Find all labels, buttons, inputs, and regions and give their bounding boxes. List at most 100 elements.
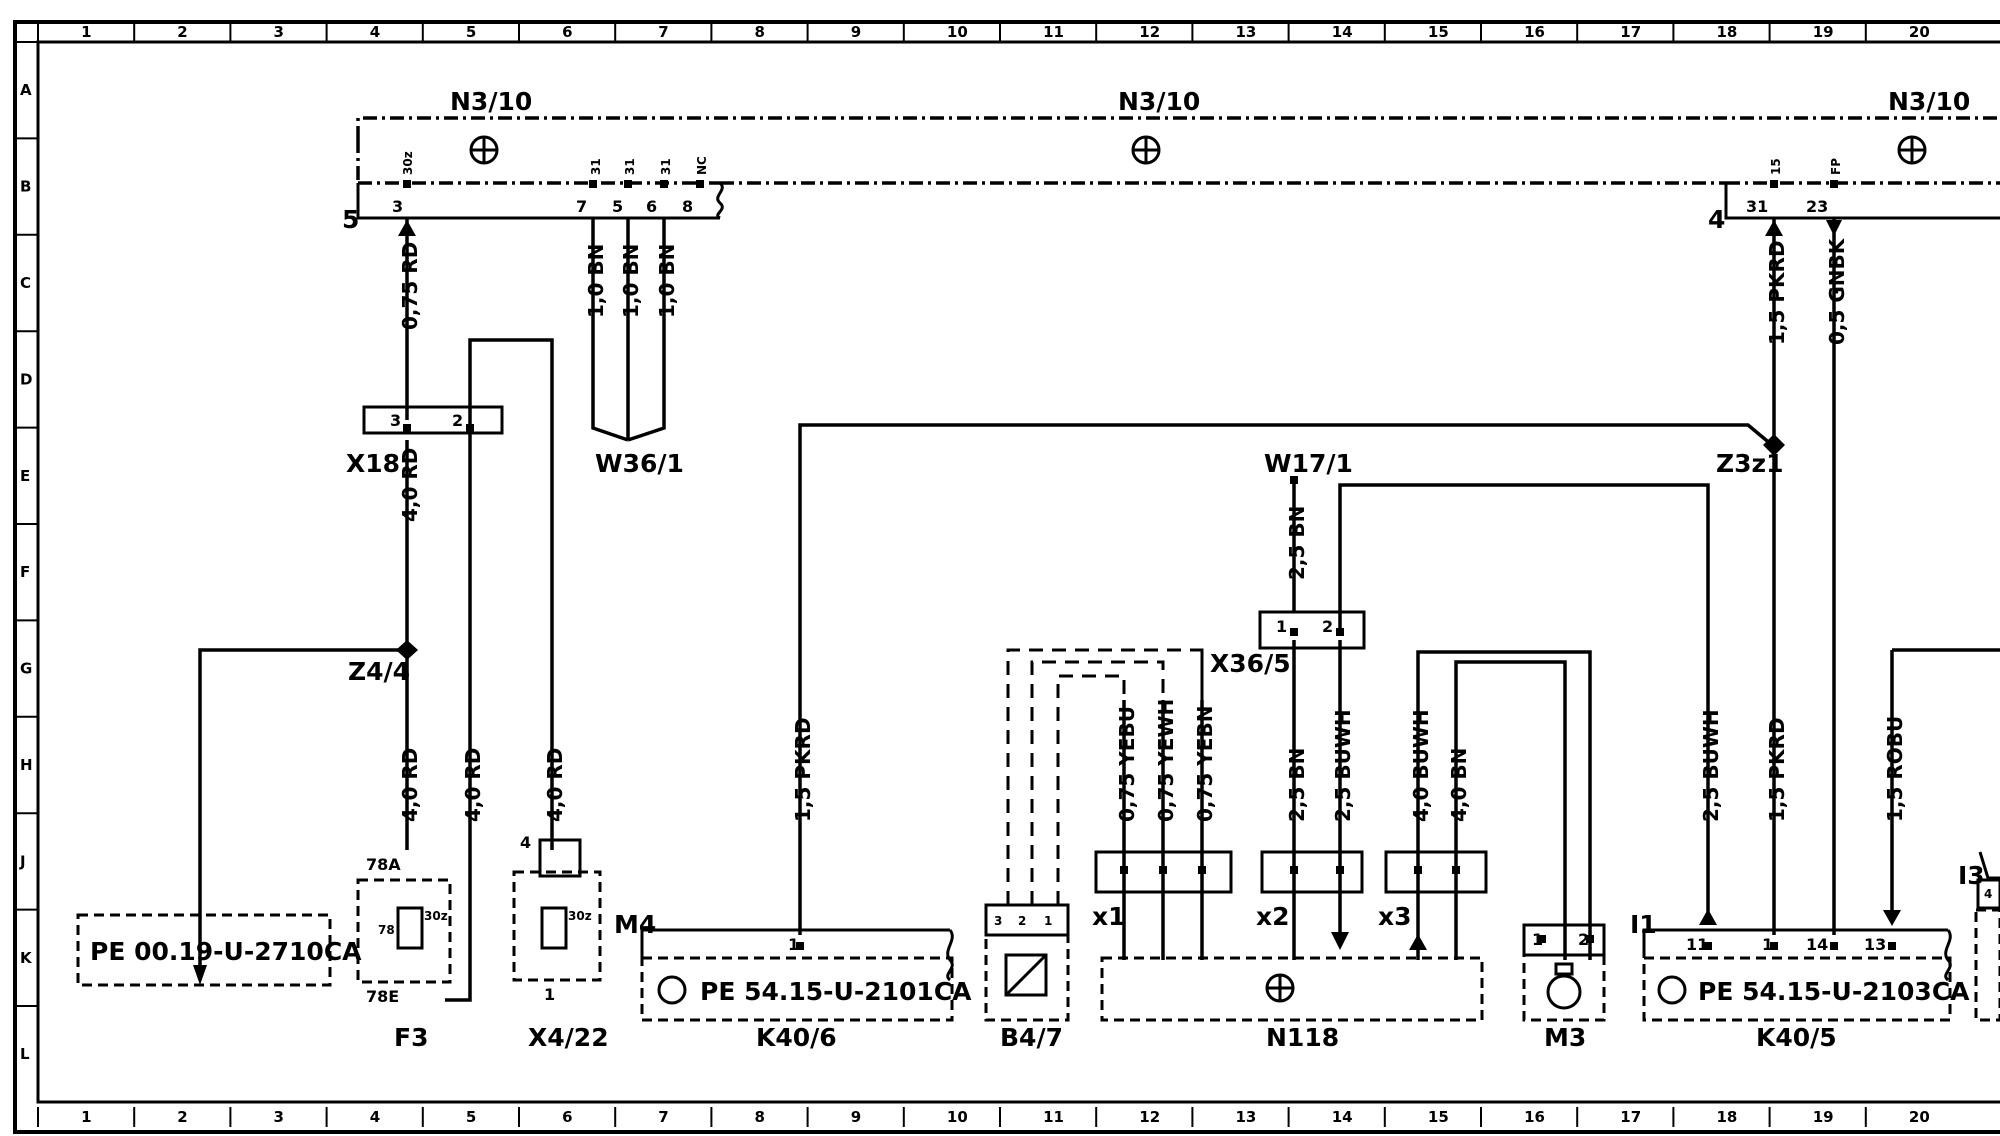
m3-label: M3	[1544, 1023, 1586, 1052]
k40-5-pin-1: 1	[1762, 935, 1773, 954]
m3-fuel-pump: 1 2 M3	[1522, 923, 1606, 1052]
wire-label-15pkrd-k40-6: 1,5 PKRD	[791, 717, 815, 822]
grid-column-label: 18	[1717, 1108, 1738, 1126]
grid-column-label: 12	[1139, 1108, 1160, 1126]
grid-row-label: B	[20, 178, 31, 196]
grid-column-label: 3	[274, 1108, 284, 1126]
wire-label-075rd: 0,75 RD	[398, 242, 422, 330]
grid-column-label: 19	[1813, 23, 1834, 41]
grid-column-label: 5	[466, 23, 476, 41]
wire-label-10bn-a: 1,0 BN	[584, 244, 608, 318]
n3-10-housing-right	[1724, 183, 2000, 220]
x1-connector: x1	[1092, 850, 1233, 931]
grid-row-label: L	[20, 1045, 30, 1063]
grid-column-label: 15	[1428, 1108, 1449, 1126]
grid-column-label: 10	[947, 23, 968, 41]
n3r-pin-15: 15	[1769, 158, 1783, 175]
b4-7-pin-3: 3	[994, 914, 1002, 928]
k40-5-relay-module: I1 11 1 14 13 PE 54.15-U-2103CA K40/5	[1630, 910, 1970, 1052]
wire-label-40rd-f3b: 4,0 RD	[461, 748, 485, 822]
wire-label-15pkrd-top: 1,5 PKRD	[1765, 240, 1789, 345]
grid-row-label: J	[19, 852, 26, 870]
grid-row-label: K	[20, 949, 33, 967]
z4-4-splice: Z4/4	[348, 640, 418, 686]
f3-pin-78e: 78E	[366, 987, 399, 1006]
k40-5-pin-13: 13	[1864, 935, 1886, 954]
x36-5-pin-1: 1	[1276, 617, 1287, 636]
grid-column-label: 6	[562, 23, 572, 41]
n3-pin-nc: NC	[695, 156, 709, 175]
wire-label-15robu: 1,5 ROBU	[1883, 716, 1907, 822]
w17-1-label: W17/1	[1264, 449, 1353, 478]
grid-column-label: 5	[466, 1108, 476, 1126]
wire-label-40rd-x4: 4,0 RD	[543, 748, 567, 822]
x36-5-label: X36/5	[1210, 649, 1291, 678]
grid-column-label: 1	[81, 23, 91, 41]
x18-pin-3: 3	[390, 411, 401, 430]
k40-6-relay-module: M4 1 PE 54.15-U-2101CA K40/6	[614, 910, 972, 1052]
n3-10-outline-top	[356, 116, 2000, 140]
i3-label: I3	[1958, 861, 1985, 890]
f3-pin-78: 78	[378, 923, 395, 937]
dashed-sensor-wires	[1006, 648, 1204, 905]
grid-column-label: 8	[755, 23, 765, 41]
wire-label-05gnbk: 0,5 GNBK	[1825, 237, 1849, 345]
f3-pin-30z: 30z	[424, 909, 448, 923]
grid-column-label: 16	[1524, 23, 1545, 41]
x36-5-pin-2: 2	[1322, 617, 1333, 636]
n3-pin-5: 5	[612, 197, 623, 216]
k40-5-label: K40/5	[1756, 1023, 1837, 1052]
grid-column-label: 1	[81, 1108, 91, 1126]
grid-column-label: 18	[1717, 23, 1738, 41]
n3-10-label-right: N3/10	[1888, 87, 1970, 116]
n3-10-housing-left	[356, 183, 720, 220]
x1-label: x1	[1092, 902, 1126, 931]
x4-22-connector: 4 1 30z X4/22	[512, 833, 609, 1052]
n3-connector-5: 5	[342, 205, 359, 234]
grid-column-label: 13	[1236, 1108, 1257, 1126]
n118-label: N118	[1266, 1023, 1339, 1052]
z4-4-label: Z4/4	[348, 657, 410, 686]
grid-column-label: 7	[658, 23, 668, 41]
n3-pin-8: 8	[682, 197, 693, 216]
x18-label: X18	[346, 449, 400, 478]
x3-label: x3	[1378, 902, 1412, 931]
w17-1-ground: W17/1	[1264, 449, 1353, 484]
k40-5-pin-11: 11	[1686, 935, 1708, 954]
grid-column-label: 7	[658, 1108, 668, 1126]
wire-label-075yewh: 0,75 YEWH	[1154, 699, 1178, 822]
wire-label-075yebu: 0,75 YEBU	[1115, 706, 1139, 822]
k40-5-pin-14: 14	[1806, 935, 1828, 954]
wire-label-25bn-w17: 2,5 BN	[1285, 506, 1309, 580]
n3-10-label-mid: N3/10	[1118, 87, 1200, 116]
n3r-pin-23: 23	[1806, 197, 1828, 216]
m4-label: M4	[614, 910, 656, 939]
x2-connector: x2	[1256, 850, 1364, 931]
wire-label-25bn-x2: 2,5 BN	[1285, 748, 1309, 822]
b4-7-pin-2: 2	[1018, 914, 1026, 928]
grid-column-label: 19	[1813, 1108, 1834, 1126]
wire-label-40buwh: 4,0 BUWH	[1409, 709, 1433, 822]
grid-row-label: G	[20, 660, 32, 678]
i3-pin-4: 4	[1984, 887, 1992, 901]
x4-22-label: X4/22	[528, 1023, 609, 1052]
m3-pin-1: 1	[1532, 930, 1543, 949]
b4-7-label: B4/7	[1000, 1023, 1063, 1052]
pe-ref-k40-6: PE 54.15-U-2101CA	[700, 977, 972, 1006]
x36-5-connector: 1 2 X36/5	[1210, 610, 1366, 678]
n3-10-pin-terminals	[403, 180, 1838, 188]
x4-22-pin-4: 4	[520, 833, 531, 852]
x4-22-pin-1: 1	[544, 985, 555, 1004]
grid-column-label: 13	[1236, 23, 1257, 41]
grid-row-label: D	[20, 370, 32, 388]
wire-paths	[193, 218, 2000, 1002]
grid-column-label: 10	[947, 1108, 968, 1126]
wire-label-40bn: 4,0 BN	[1447, 748, 1471, 822]
pe-reference-left: PE 00.19-U-2710CA	[76, 913, 362, 987]
pe-ref-left-text: PE 00.19-U-2710CA	[90, 937, 362, 966]
control-unit-symbol-left	[469, 135, 499, 165]
n3-pin-3: 3	[392, 197, 403, 216]
wire-label-40rd-f3a: 4,0 RD	[398, 748, 422, 822]
